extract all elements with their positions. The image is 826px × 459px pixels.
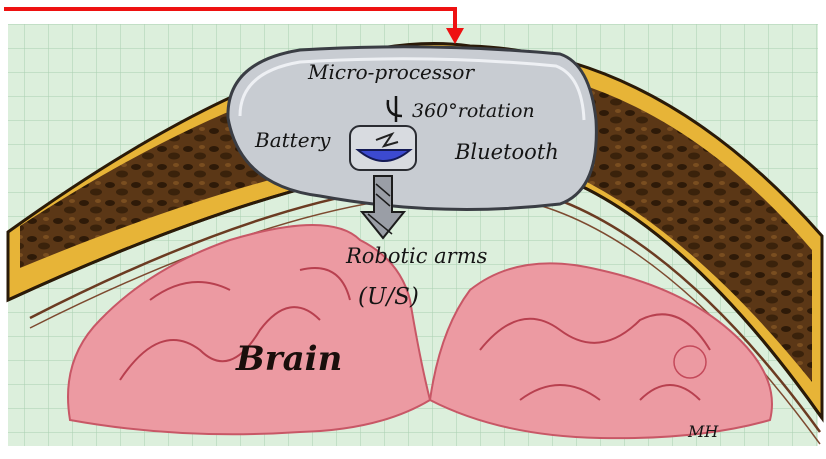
ultrasound-label: (U/S) xyxy=(358,286,419,309)
robotic-arms-label: Robotic arms xyxy=(346,246,487,267)
rotation-label: 360°rotation xyxy=(412,102,535,121)
bluetooth-label: Bluetooth xyxy=(455,142,559,163)
artist-signature: MH xyxy=(688,424,718,440)
brain-label: Brain xyxy=(236,342,342,376)
rotation-module xyxy=(350,126,416,170)
battery-label: Battery xyxy=(255,130,330,150)
microprocessor-label: Micro-processor xyxy=(308,62,474,82)
